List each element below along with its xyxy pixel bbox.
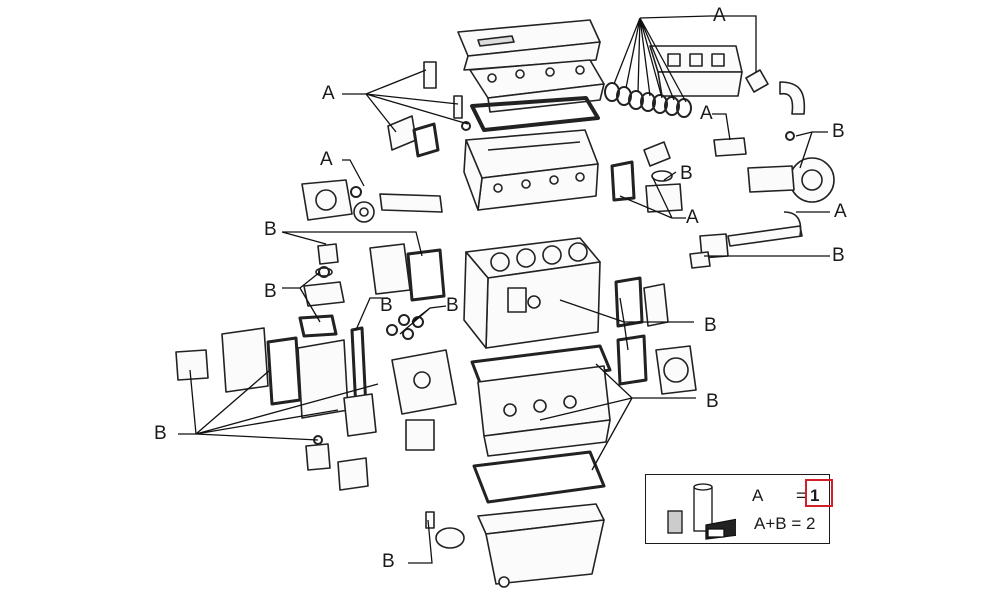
pump-bracket bbox=[303, 243, 345, 307]
flywheel-housing bbox=[655, 345, 697, 395]
cylinder-head bbox=[463, 129, 599, 211]
injector bbox=[423, 61, 463, 119]
highlight-box bbox=[805, 479, 833, 507]
turbocharger bbox=[713, 137, 835, 203]
legend-a-value: 1 bbox=[810, 486, 820, 505]
oil-pan bbox=[477, 503, 605, 585]
callout-B: B bbox=[446, 295, 459, 316]
valve-cover bbox=[457, 19, 601, 71]
callout-B: B bbox=[832, 121, 845, 142]
kit-icon bbox=[667, 483, 736, 540]
callout-B: B bbox=[264, 219, 277, 240]
water-pump bbox=[301, 179, 353, 221]
timing-gasket bbox=[406, 248, 446, 302]
callout-B: B bbox=[704, 315, 717, 336]
oil-pan-gasket bbox=[472, 450, 606, 504]
filter-adapter bbox=[305, 443, 331, 471]
callout-A: A bbox=[713, 5, 726, 26]
legend-equals: = bbox=[796, 486, 806, 505]
thermostat-housing bbox=[643, 141, 683, 213]
drain-plug bbox=[498, 576, 510, 588]
water-pipe bbox=[379, 193, 443, 213]
pump-gasket bbox=[298, 314, 338, 338]
callout-A: A bbox=[700, 103, 713, 124]
valve-cover-lower bbox=[469, 59, 605, 113]
callout-B: B bbox=[680, 163, 693, 184]
cover-gasket bbox=[412, 122, 440, 158]
callout-B: B bbox=[264, 281, 277, 302]
callout-A: A bbox=[686, 207, 699, 228]
callout-B: B bbox=[832, 245, 845, 266]
block-gaskets bbox=[614, 276, 648, 386]
oil-strainer bbox=[425, 511, 465, 549]
legend-ab-label: A+B = 2 bbox=[754, 514, 816, 533]
oil-filter bbox=[337, 457, 369, 491]
legend-a-label: A bbox=[752, 486, 764, 505]
crankcase bbox=[477, 365, 611, 457]
cover-plate bbox=[387, 115, 417, 151]
callout-B: B bbox=[706, 391, 719, 412]
side-gasket bbox=[610, 160, 636, 202]
engine-block bbox=[463, 237, 601, 349]
callout-B: B bbox=[380, 295, 393, 316]
callout-B: B bbox=[382, 551, 395, 572]
legend-box: A = 1 A+B = 2 bbox=[645, 474, 833, 544]
gear-housing bbox=[221, 327, 269, 393]
plate bbox=[175, 349, 209, 381]
pulley bbox=[353, 201, 375, 223]
callout-B: B bbox=[154, 423, 167, 444]
front-cover bbox=[297, 339, 349, 419]
timing-cover bbox=[369, 243, 411, 295]
exhaust-elbow bbox=[779, 81, 806, 115]
manifold-flange-gasket bbox=[745, 69, 769, 93]
callout-A: A bbox=[834, 201, 847, 222]
callout-A: A bbox=[320, 149, 333, 170]
rear-cover bbox=[643, 283, 669, 327]
leader-lines bbox=[178, 15, 830, 564]
turbo-oil-pipe bbox=[689, 211, 803, 269]
crankcase-gasket bbox=[470, 344, 612, 390]
gear-housing-gasket bbox=[266, 336, 302, 406]
intake-manifold bbox=[649, 45, 743, 97]
head-gasket bbox=[470, 96, 600, 132]
injection-pump bbox=[391, 349, 457, 451]
callout-A: A bbox=[322, 83, 335, 104]
pump-flange bbox=[343, 393, 377, 437]
